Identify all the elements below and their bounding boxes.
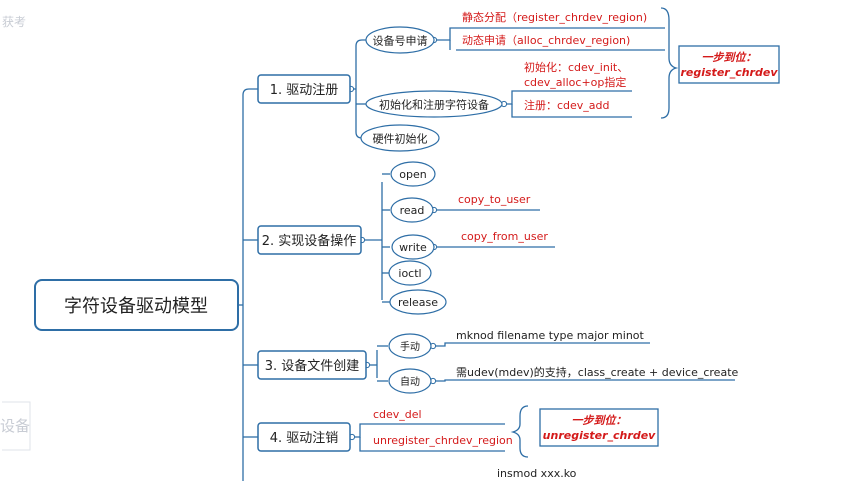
node-label: 自动 bbox=[400, 375, 420, 388]
branch-node-device-file[interactable]: 3. 设备文件创建 bbox=[257, 350, 367, 380]
node-label: 手动 bbox=[400, 340, 420, 353]
leaf-unregister-region: unregister_chrdev_region bbox=[373, 434, 513, 447]
leaf-cdev-del: cdev_del bbox=[373, 408, 422, 421]
node-label: open bbox=[399, 168, 426, 181]
node-label: 设备号申请 bbox=[373, 34, 428, 48]
node-label: 初始化和注册字符设备 bbox=[379, 98, 489, 112]
leaf-mknod: mknod filename type major minot bbox=[456, 329, 645, 342]
callout-line2: register_chrdev bbox=[680, 66, 778, 79]
node-label: read bbox=[400, 204, 425, 217]
leaf-init-line2: cdev_alloc+op指定 bbox=[524, 75, 626, 89]
branch-node-driver-unregister[interactable]: 4. 驱动注销 bbox=[257, 422, 351, 452]
node-release[interactable]: release bbox=[389, 289, 447, 315]
node-device-number-request[interactable]: 设备号申请 bbox=[365, 26, 435, 54]
node-label: write bbox=[399, 241, 427, 254]
node-label: ioctl bbox=[398, 267, 421, 280]
faded-text-top-left: 获考 bbox=[2, 15, 26, 29]
node-manual[interactable]: 手动 bbox=[388, 333, 432, 359]
node-read[interactable]: read bbox=[390, 197, 434, 223]
leaf-copy-from-user: copy_from_user bbox=[461, 230, 548, 243]
brace-unregister bbox=[510, 405, 529, 458]
node-init-register-char-device[interactable]: 初始化和注册字符设备 bbox=[365, 90, 503, 118]
branch-node-driver-register[interactable]: 1. 驱动注册 bbox=[257, 74, 351, 104]
branch-node-device-ops[interactable]: 2. 实现设备操作 bbox=[257, 225, 362, 255]
callout-unregister-chrdev: 一步到位： unregister_chrdev bbox=[539, 408, 659, 447]
branch-label: 2. 实现设备操作 bbox=[262, 233, 357, 249]
node-hardware-init[interactable]: 硬件初始化 bbox=[360, 124, 440, 152]
callout-register-chrdev: 一步到位： register_chrdev bbox=[678, 45, 780, 84]
branch-label: 4. 驱动注销 bbox=[270, 431, 339, 446]
node-label: 硬件初始化 bbox=[373, 132, 428, 146]
callout-line1: 一步到位： bbox=[572, 414, 627, 427]
node-open[interactable]: open bbox=[390, 161, 436, 187]
callout-line1: 一步到位： bbox=[702, 51, 757, 64]
node-write[interactable]: write bbox=[391, 234, 435, 260]
connector-lines bbox=[238, 27, 735, 481]
faded-box bbox=[2, 401, 31, 451]
callout-line2: unregister_chrdev bbox=[543, 429, 656, 442]
branch-label: 1. 驱动注册 bbox=[270, 83, 339, 98]
leaf-dynamic-alloc: 动态申请（alloc_chrdev_region) bbox=[462, 34, 630, 47]
node-label: release bbox=[398, 296, 438, 309]
leaf-static-alloc: 静态分配（register_chrdev_region) bbox=[462, 10, 647, 24]
root-node[interactable]: 字符设备驱动模型 bbox=[34, 279, 239, 331]
leaf-copy-to-user: copy_to_user bbox=[458, 193, 531, 206]
leaf-udev: 需udev(mdev)的支持，class_create + device_cre… bbox=[456, 365, 739, 379]
brace-register bbox=[660, 7, 679, 119]
bottom-insmod-text: insmod xxx.ko bbox=[497, 467, 577, 480]
node-auto[interactable]: 自动 bbox=[388, 368, 432, 394]
faded-text-left-middle: 设备 bbox=[0, 417, 30, 435]
leaf-init-line1: 初始化：cdev_init、 bbox=[524, 60, 628, 74]
branch-label: 3. 设备文件创建 bbox=[265, 358, 360, 374]
leaf-cdev-add: 注册：cdev_add bbox=[524, 98, 610, 112]
node-ioctl[interactable]: ioctl bbox=[388, 260, 432, 286]
root-label: 字符设备驱动模型 bbox=[64, 296, 208, 317]
